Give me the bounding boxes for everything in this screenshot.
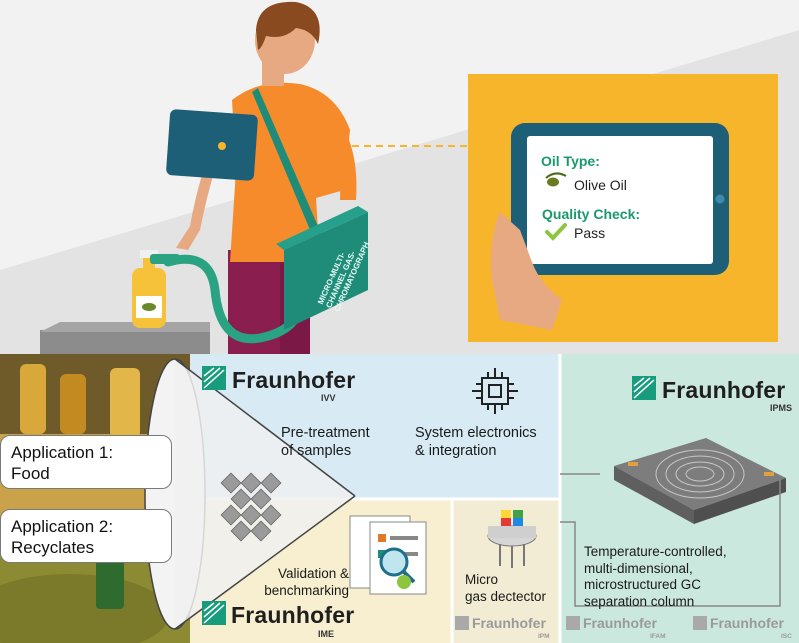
fraunhofer-ipms-sub: IPMS xyxy=(770,403,793,413)
quality-check-value: Pass xyxy=(574,225,606,241)
detector-line: Micro xyxy=(465,572,498,587)
oil-type-value: Olive Oil xyxy=(574,177,627,193)
oil-type-label: Oil Type: xyxy=(541,153,600,169)
column-line: Temperature-controlled, xyxy=(584,544,727,559)
fraunhofer-ivv-sub: IVV xyxy=(321,393,336,403)
top-illustration: MICRO-MULTI- CHANNEL GAS- CHROMATOGRAPH … xyxy=(0,0,799,354)
validation-text: Validation & benchmarking xyxy=(255,566,349,599)
application-2-title: Application 2: xyxy=(11,517,114,536)
fraunhofer-ipm-logo: Fraunhofer xyxy=(472,615,546,631)
fraunhofer-isc-logo: Fraunhofer xyxy=(710,615,784,631)
check-icon xyxy=(545,223,567,241)
gc-device xyxy=(284,212,368,330)
detector-line: gas dectector xyxy=(465,588,547,604)
olive-icon xyxy=(547,177,559,187)
column-line: multi-dimensional, xyxy=(584,560,693,576)
chip-icon xyxy=(472,368,518,414)
electronics-line: System electronics xyxy=(415,425,537,441)
filter-icon xyxy=(220,472,282,542)
pretreatment-text: Pre-treatment of samples xyxy=(281,424,370,460)
validation-line: Validation & xyxy=(277,566,349,581)
fraunhofer-isc-sub: ISC xyxy=(781,633,792,640)
column-line: separation column xyxy=(584,593,695,609)
pretreatment-line: of samples xyxy=(281,443,352,459)
fraunhofer-ifam-logo: Fraunhofer xyxy=(583,615,657,631)
electronics-line: & integration xyxy=(415,443,497,459)
illustration-scene xyxy=(40,1,778,354)
bottom-diagram: Application 1: Food Application 2: Recyc… xyxy=(0,354,799,643)
application-1-name: Food xyxy=(11,464,50,483)
gas-detector-icon xyxy=(487,510,537,568)
gc-column-icon xyxy=(614,438,786,524)
quality-check-label: Quality Check: xyxy=(542,206,641,222)
fraunhofer-ivv-logo: Fraunhofer xyxy=(232,367,356,393)
pretreatment-line: Pre-treatment xyxy=(281,425,370,441)
electronics-text: System electronics & integration xyxy=(415,424,537,460)
application-recyclates-box: Application 2: Recyclates xyxy=(0,509,172,563)
application-1-title: Application 1: xyxy=(11,443,114,462)
column-line: microstructured GC xyxy=(584,577,702,592)
fraunhofer-ifam-sub: IFAM xyxy=(650,633,666,640)
validation-icon xyxy=(349,515,427,595)
application-food-box: Application 1: Food xyxy=(0,435,172,489)
fraunhofer-ime-logo: Fraunhofer xyxy=(231,602,355,628)
fraunhofer-ime-sub: IME xyxy=(318,629,335,639)
fraunhofer-ipms-logo: Fraunhofer xyxy=(662,377,786,403)
validation-line: benchmarking xyxy=(264,582,349,598)
fraunhofer-ipm-sub: IPM xyxy=(538,633,550,640)
column-text: Temperature-controlled, multi-dimensiona… xyxy=(584,544,727,610)
detector-text: Micro gas dectector xyxy=(465,572,546,605)
application-2-name: Recyclates xyxy=(11,538,95,557)
